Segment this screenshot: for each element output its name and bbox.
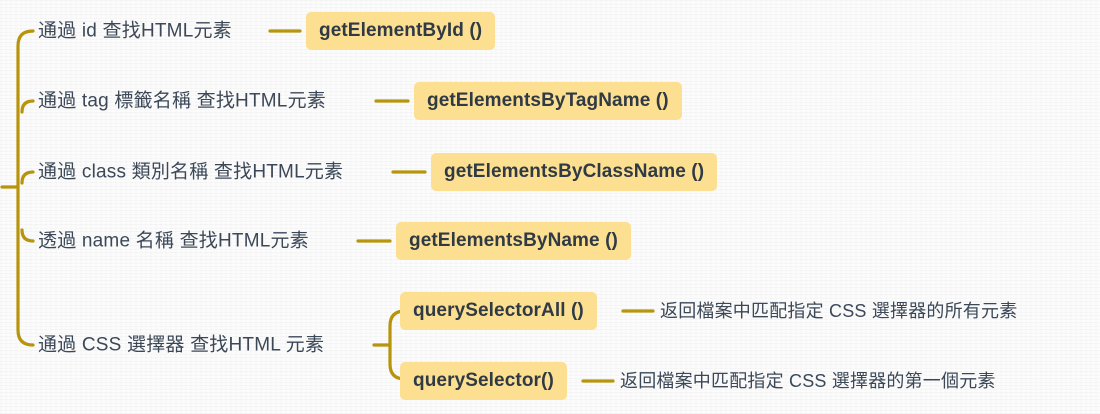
method-chip-get-elements-by-tag-name[interactable]: getElementsByTagName () xyxy=(414,82,682,120)
method-chip-get-element-by-id[interactable]: getElementById () xyxy=(306,12,496,50)
description-query-selector: 返回檔案中匹配指定 CSS 選擇器的第一個元素 xyxy=(620,371,996,391)
method-chip-get-elements-by-name[interactable]: getElementsByName () xyxy=(396,222,631,260)
node-label-by-tag: 通過 tag 標籤名稱 查找HTML元素 xyxy=(38,90,326,112)
node-label-by-css-selector: 通過 CSS 選擇器 查找HTML 元素 xyxy=(38,334,325,356)
method-chip-query-selector-all[interactable]: querySelectorAll () xyxy=(400,292,597,330)
node-label-by-id: 通過 id 查找HTML元素 xyxy=(38,20,232,42)
node-label-by-name: 透過 name 名稱 查找HTML元素 xyxy=(38,230,309,252)
description-query-selector-all: 返回檔案中匹配指定 CSS 選擇器的所有元素 xyxy=(660,301,1018,321)
branch-tick-class xyxy=(20,170,35,185)
method-chip-get-elements-by-class-name[interactable]: getElementsByClassName () xyxy=(431,153,718,191)
branch-tick-tag xyxy=(20,99,35,114)
main-spine xyxy=(16,29,35,347)
method-chip-query-selector[interactable]: querySelector() xyxy=(400,362,567,400)
branch-tick-name xyxy=(20,228,35,243)
node-label-by-class: 通過 class 類別名稱 查找HTML元素 xyxy=(38,161,344,183)
